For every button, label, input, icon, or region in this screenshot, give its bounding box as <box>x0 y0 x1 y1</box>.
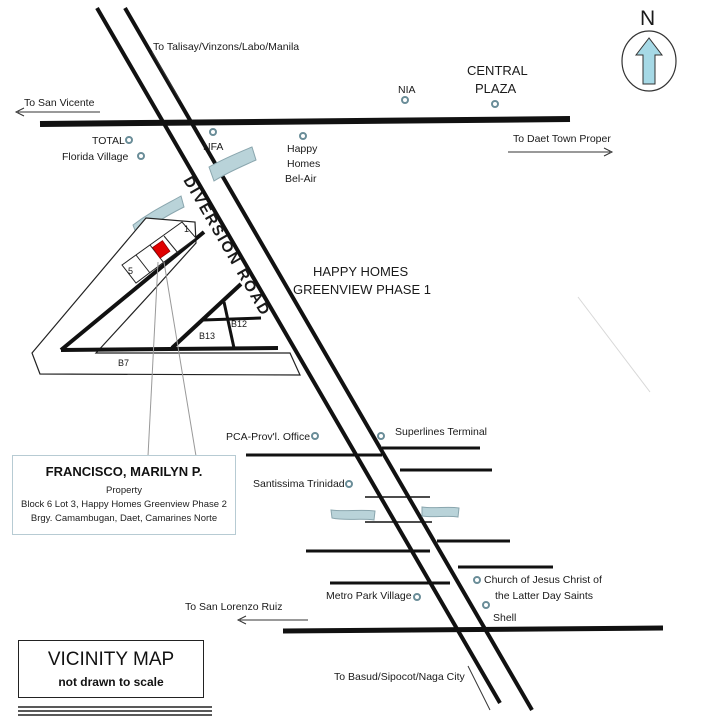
landmark-superlines-dot <box>377 432 385 440</box>
landmark-happy-homes-1: Happy <box>287 143 318 155</box>
landmark-pca-dot <box>311 432 319 440</box>
landmark-nfa: NFA <box>203 141 223 153</box>
creek-bottom-right <box>421 506 460 518</box>
subdivision-line1: HAPPY HOMES <box>313 264 408 279</box>
lot-divider-3 <box>163 235 179 254</box>
bottom-cross-road <box>282 625 664 634</box>
dir-basud: To Basud/Sipocot/Naga City <box>334 671 465 683</box>
arrow-daet <box>508 147 614 157</box>
creek-bottom-left <box>330 509 376 521</box>
landmark-church-dot <box>473 576 481 584</box>
landmark-superlines: Superlines Terminal <box>395 426 487 438</box>
north-label: N <box>640 7 655 30</box>
address-line-1: Block 6 Lot 3, Happy Homes Greenview Pha… <box>21 499 227 510</box>
dir-talisay: To Talisay/Vinzons/Labo/Manila <box>153 41 299 53</box>
top-cross-road <box>39 116 571 127</box>
subdivision-line2: GREENVIEW PHASE 1 <box>293 282 431 297</box>
arrow-basud <box>467 665 491 711</box>
legend-title: VICINITY MAP <box>47 649 175 670</box>
landmark-florida-dot <box>137 152 145 160</box>
inner-road-4 <box>202 316 262 322</box>
landmark-nia: NIA <box>398 84 416 96</box>
property-info-box: FRANCISCO, MARILYN P. Property Block 6 L… <box>12 455 236 535</box>
block-label-5: 5 <box>128 266 133 276</box>
dir-san-vicente: To San Vicente <box>24 97 95 109</box>
north-compass <box>621 30 677 92</box>
block-label-b7: B7 <box>118 358 129 368</box>
landmark-central-plaza-dot <box>491 100 499 108</box>
pointer-line-2 <box>163 261 197 457</box>
landmark-happy-homes-dot <box>299 132 307 140</box>
landmark-central-plaza-1: CENTRAL <box>467 63 528 78</box>
landmark-nfa-dot <box>209 128 217 136</box>
block-label-1: 1 <box>184 224 189 234</box>
address-line-2: Brgy. Camambugan, Daet, Camarines Norte <box>30 513 218 524</box>
property-label: Property <box>106 485 142 496</box>
landmark-shell-dot <box>482 601 490 609</box>
lot-divider-1 <box>135 254 151 274</box>
legend-subtitle: not drawn to scale <box>58 675 164 689</box>
subdivision-outline <box>31 217 301 376</box>
property-marker <box>152 240 171 259</box>
landmark-happy-homes-2: Homes <box>287 158 320 170</box>
landmark-santissima-dot <box>345 480 353 488</box>
landmark-santissima: Santissima Trinidad <box>253 478 345 490</box>
landmark-metro-park-dot <box>413 593 421 601</box>
landmark-nia-dot <box>401 96 409 104</box>
inner-road-3 <box>170 282 243 350</box>
landmark-central-plaza-2: PLAZA <box>475 81 517 96</box>
arrow-talisay <box>151 51 181 101</box>
landmark-pca: PCA-Prov'l. Office <box>226 431 310 443</box>
block-label-b13: B13 <box>199 331 215 341</box>
inner-road-2 <box>60 346 279 352</box>
faint-line <box>577 296 651 393</box>
block-label-b12: B12 <box>231 319 247 329</box>
vicinity-map-legend: VICINITY MAP not drawn to scale <box>18 640 204 698</box>
dir-san-lorenzo: To San Lorenzo Ruiz <box>185 601 282 613</box>
dir-daet: To Daet Town Proper <box>513 133 611 145</box>
landmark-total: TOTAL <box>92 135 125 147</box>
pointer-line-1 <box>147 261 159 457</box>
landmark-metro-park: Metro Park Village <box>326 590 412 602</box>
creek-top <box>208 146 257 182</box>
owner-name: FRANCISCO, MARILYN P. <box>45 464 203 479</box>
arrow-san-vicente <box>14 107 100 117</box>
landmark-florida: Florida Village <box>62 151 129 163</box>
arrow-san-lorenzo <box>236 615 308 625</box>
inner-road-5 <box>222 301 236 349</box>
landmark-church-1: Church of Jesus Christ of <box>484 574 602 586</box>
inner-road-1 <box>59 230 206 352</box>
landmark-church-2: the Latter Day Saints <box>495 590 593 602</box>
landmark-happy-homes-3: Bel-Air <box>285 173 317 185</box>
landmark-shell: Shell <box>493 612 516 624</box>
landmark-total-dot <box>125 136 133 144</box>
